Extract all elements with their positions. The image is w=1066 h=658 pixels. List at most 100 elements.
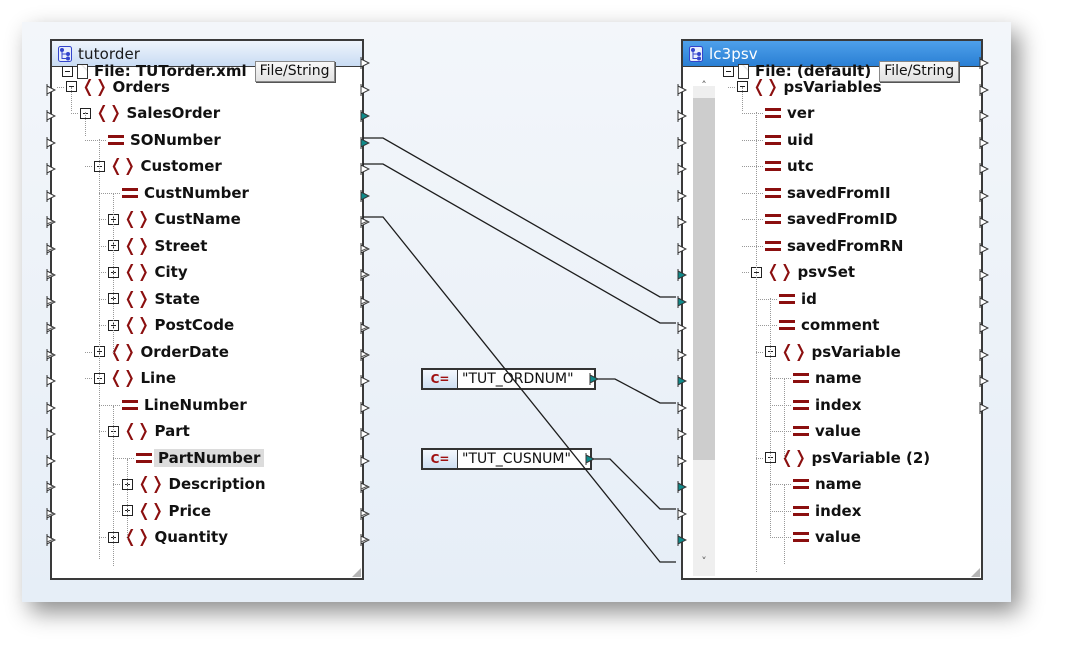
input-port[interactable] (46, 478, 57, 493)
output-port[interactable] (979, 81, 990, 96)
file-string-button[interactable]: File/String (879, 60, 960, 82)
input-port[interactable] (46, 531, 57, 546)
input-port[interactable] (46, 505, 57, 520)
tree-node-part[interactable]: ❬❭Part (108, 418, 190, 444)
file-string-button[interactable]: File/String (254, 60, 335, 82)
tree-node-psvariable[interactable]: ❬❭psVariable (765, 339, 901, 365)
input-port[interactable] (46, 425, 57, 440)
tree-node-street[interactable]: ❬❭Street (108, 233, 207, 259)
tree-node-sonumber[interactable]: SONumber (108, 127, 221, 153)
scrollbar-thumb[interactable] (693, 98, 715, 460)
input-port[interactable] (677, 531, 688, 546)
tree-node-index[interactable]: index (793, 392, 861, 418)
input-port[interactable] (677, 425, 688, 440)
tree-node-custname[interactable]: ❬❭CustName (108, 206, 241, 232)
output-port[interactable] (360, 81, 371, 96)
input-port[interactable] (46, 266, 57, 281)
output-port[interactable] (979, 399, 990, 414)
input-port[interactable] (46, 213, 57, 228)
tree-node-index[interactable]: index (793, 498, 861, 524)
output-port[interactable] (979, 187, 990, 202)
tree-node-orderdate[interactable]: ❬❭OrderDate (94, 339, 229, 365)
tree-node-value[interactable]: value (793, 524, 861, 550)
output-port[interactable] (979, 160, 990, 175)
input-port[interactable] (46, 452, 57, 467)
resize-handle[interactable] (971, 568, 980, 577)
tree-node-custnumber[interactable]: CustNumber (122, 180, 249, 206)
tree-node-salesorder[interactable]: ❬❭SalesOrder (80, 100, 220, 126)
input-port[interactable] (677, 134, 688, 149)
input-port[interactable] (677, 187, 688, 202)
tree-node-uid[interactable]: uid (765, 127, 814, 153)
input-port[interactable] (677, 399, 688, 414)
tree-node-utc[interactable]: utc (765, 153, 814, 179)
input-port[interactable] (46, 372, 57, 387)
tree-node-comment[interactable]: comment (779, 312, 879, 338)
tree-node-partnumber[interactable]: PartNumber (136, 445, 265, 471)
input-port[interactable] (46, 160, 57, 175)
input-port[interactable] (46, 346, 57, 361)
input-port[interactable] (46, 134, 57, 149)
collapse-toggle[interactable] (723, 65, 734, 77)
tree-node-savedfromid[interactable]: savedFromID (765, 206, 897, 232)
output-port[interactable] (360, 240, 371, 255)
output-port[interactable] (360, 293, 371, 308)
output-port[interactable] (979, 107, 990, 122)
output-port[interactable] (360, 372, 371, 387)
tree-node-city[interactable]: ❬❭City (108, 259, 188, 285)
output-port[interactable] (360, 319, 371, 334)
output-port[interactable] (360, 54, 371, 69)
input-port[interactable] (46, 293, 57, 308)
output-port[interactable] (979, 319, 990, 334)
input-port[interactable] (677, 372, 688, 387)
output-port[interactable] (360, 346, 371, 361)
collapse-toggle[interactable] (62, 65, 73, 77)
component-header[interactable]: tutorder (52, 41, 362, 67)
input-port[interactable] (677, 293, 688, 308)
output-port[interactable] (360, 266, 371, 281)
constant-value[interactable]: "TUT_CUSNUM" (462, 451, 571, 467)
input-port[interactable] (677, 213, 688, 228)
output-port[interactable] (360, 478, 371, 493)
input-port[interactable] (677, 266, 688, 281)
input-port[interactable] (46, 319, 57, 334)
tree-node-psvset[interactable]: ❬❭psvSet (751, 259, 855, 285)
tree-node-psvariables[interactable]: ❬❭psVariables (737, 74, 882, 100)
output-port[interactable] (979, 372, 990, 387)
output-port[interactable] (979, 213, 990, 228)
tree-node-linenumber[interactable]: LineNumber (122, 392, 247, 418)
output-port[interactable] (360, 160, 371, 175)
input-port[interactable] (46, 81, 57, 96)
input-port[interactable] (677, 240, 688, 255)
tree-node-savedfromii[interactable]: savedFromII (765, 180, 891, 206)
chevron-up-icon[interactable]: ˄ (701, 79, 707, 92)
output-port[interactable] (979, 293, 990, 308)
tree-node-psvariable-2-[interactable]: ❬❭psVariable (2) (765, 445, 930, 471)
tree-node-customer[interactable]: ❬❭Customer (94, 153, 222, 179)
output-port[interactable] (979, 54, 990, 69)
input-port[interactable] (677, 478, 688, 493)
input-port[interactable] (677, 81, 688, 96)
input-port[interactable] (677, 452, 688, 467)
output-port[interactable] (360, 531, 371, 546)
tree-node-id[interactable]: id (779, 286, 817, 312)
output-port[interactable] (360, 399, 371, 414)
output-port[interactable] (979, 240, 990, 255)
tree-node-orders[interactable]: ❬❭Orders (66, 74, 170, 100)
resize-handle[interactable] (352, 568, 361, 577)
output-port[interactable] (360, 505, 371, 520)
tree-node-savedfromrn[interactable]: savedFromRN (765, 233, 903, 259)
output-port[interactable] (360, 134, 371, 149)
output-port[interactable] (360, 425, 371, 440)
constant-value[interactable]: "TUT_ORDNUM" (462, 371, 574, 387)
tree-node-price[interactable]: ❬❭Price (122, 498, 211, 524)
target-component-lc3psv[interactable]: lc3psv ˄ ˅ File: (default)File/String❬❭p… (677, 39, 990, 580)
tree-node-state[interactable]: ❬❭State (108, 286, 200, 312)
input-port[interactable] (677, 346, 688, 361)
output-port[interactable] (979, 266, 990, 281)
tree-node-value[interactable]: value (793, 418, 861, 444)
input-port[interactable] (46, 240, 57, 255)
input-port[interactable] (677, 107, 688, 122)
input-port[interactable] (46, 187, 57, 202)
